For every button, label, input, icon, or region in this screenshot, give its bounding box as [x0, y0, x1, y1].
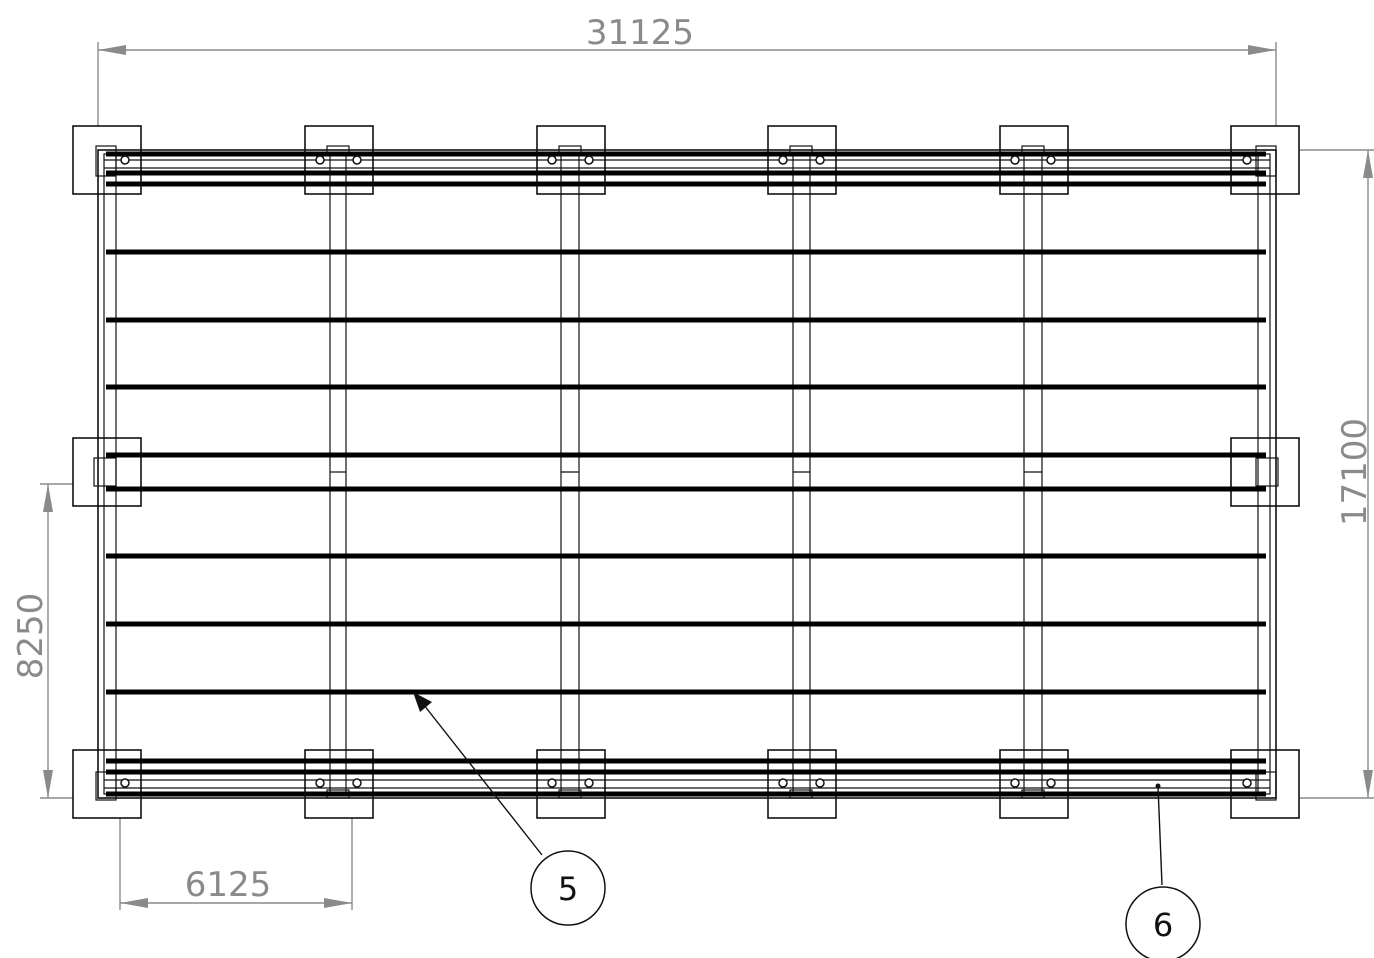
- dimension-overall-length: 31125: [97, 13, 1277, 180]
- dimension-bay-spacing-label: 6125: [185, 865, 272, 905]
- balloon-6-label: 6: [1153, 906, 1173, 944]
- top-edge-beam: [95, 145, 1277, 177]
- callout-balloon-6: 6: [1125, 783, 1201, 958]
- perimeter-frame: [97, 149, 1277, 799]
- dimension-mid-support-offset: 8250: [11, 483, 96, 799]
- dimension-mid-support-offset-label: 8250: [11, 593, 51, 680]
- purlins: [106, 151, 1266, 797]
- balloon-5-circle: [530, 850, 606, 926]
- bolts-top: [120, 155, 1252, 165]
- callout-balloon-5: 5: [413, 692, 606, 926]
- balloon-6-circle: [1125, 886, 1201, 958]
- dimension-overall-width-label: 17100: [1335, 418, 1374, 526]
- roof-frame-structure: [72, 125, 1300, 819]
- bottom-edge-beam: [95, 771, 1277, 801]
- dimension-bay-spacing: 6125: [119, 800, 353, 910]
- support-pads-middle: [72, 437, 1300, 507]
- bolts-bottom: [120, 778, 1252, 788]
- dimension-overall-length-label: 31125: [586, 13, 694, 53]
- dimension-overall-width: 17100: [1276, 149, 1374, 799]
- balloon-5-label: 5: [558, 870, 578, 908]
- middle-end-connections: [93, 457, 1279, 487]
